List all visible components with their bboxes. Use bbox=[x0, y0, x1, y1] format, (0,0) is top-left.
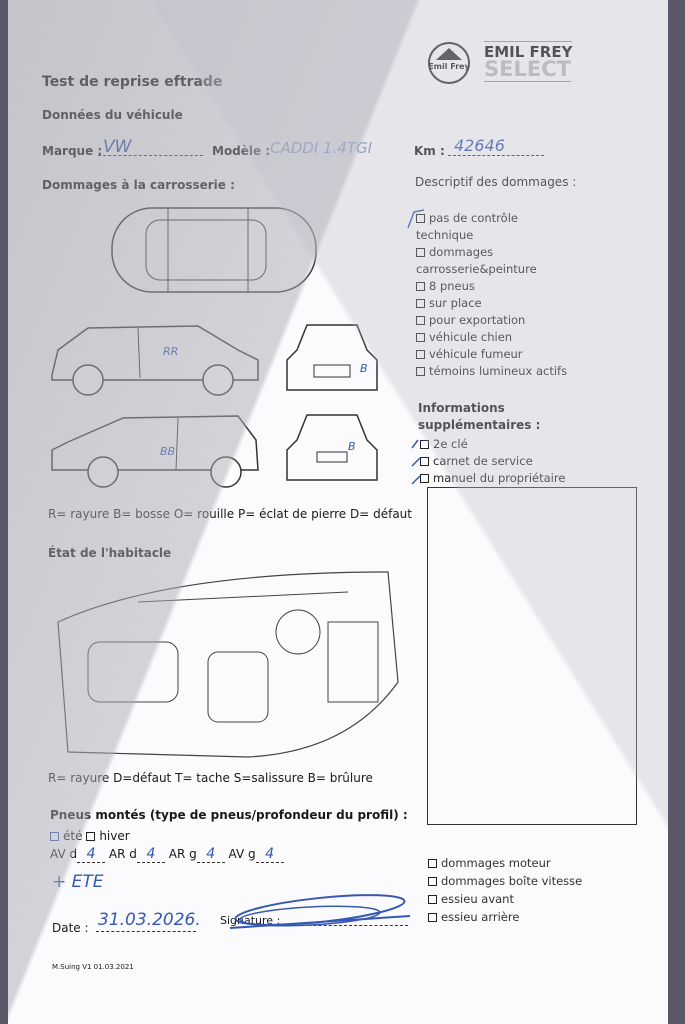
checkbox-export[interactable]: pour exportation bbox=[416, 312, 576, 329]
km-value[interactable]: 42646 bbox=[454, 136, 505, 155]
checkbox-engine-damage[interactable]: dommages moteur bbox=[428, 854, 582, 872]
tires-note: + ETE bbox=[52, 872, 104, 892]
check-marks-icon bbox=[411, 439, 421, 485]
damage-mark: B bbox=[360, 362, 368, 375]
damage-mark: RR bbox=[163, 345, 179, 358]
checkbox-smoker[interactable]: véhicule fumeur bbox=[416, 346, 576, 363]
document-page: Emil Frey EMIL FREY SELECT Test de repri… bbox=[8, 0, 668, 1024]
extra-heading-2: supplémentaires : bbox=[418, 418, 541, 432]
checkbox-dog-vehicle[interactable]: véhicule chien bbox=[416, 329, 576, 346]
checkbox-winter[interactable]: hiver bbox=[86, 829, 130, 843]
checkbox-front-axle[interactable]: essieu avant bbox=[428, 890, 582, 908]
body-damage-legend: R= rayure B= bosse O= rouille P= éclat d… bbox=[48, 507, 412, 521]
date-label: Date : bbox=[52, 921, 89, 935]
checkbox-service-book[interactable]: carnet de service bbox=[420, 453, 565, 470]
svg-text:Emil Frey: Emil Frey bbox=[428, 62, 470, 71]
logo-line2: SELECT bbox=[484, 57, 571, 82]
date-value[interactable]: 31.03.2026. bbox=[98, 910, 201, 930]
car-top-view-icon bbox=[111, 207, 317, 293]
notes-box[interactable] bbox=[427, 487, 637, 825]
checkbox-body-paint[interactable]: dommages carrosserie&peinture bbox=[416, 245, 537, 276]
car-front-view-icon bbox=[286, 324, 378, 391]
car-interior-diagram-icon bbox=[57, 571, 399, 758]
checkbox-8-tires[interactable]: 8 pneus bbox=[416, 278, 576, 295]
car-left-side-icon bbox=[51, 325, 259, 396]
checkbox-rear-axle[interactable]: essieu arrière bbox=[428, 908, 582, 926]
tires-heading: Pneus montés (type de pneus/profondeur d… bbox=[50, 808, 408, 822]
tire-depth-rear-right[interactable]: 4 bbox=[146, 846, 156, 862]
model-label: Modèle : bbox=[212, 144, 271, 158]
page-title: Test de reprise eftrade bbox=[42, 74, 223, 90]
other-damage-list: dommages moteur dommages boîte vitesse e… bbox=[428, 854, 582, 926]
vehicle-heading: Données du véhicule bbox=[42, 108, 183, 122]
interior-legend: R= rayure D=défaut T= tache S=salissure … bbox=[48, 771, 373, 785]
checkbox-warning-lights[interactable]: témoins lumineux actifs bbox=[416, 363, 576, 380]
tire-type: été hiver bbox=[50, 829, 130, 843]
body-damage-heading: Dommages à la carrosserie : bbox=[42, 178, 235, 192]
checkbox-owner-manual[interactable]: manuel du propriétaire bbox=[420, 470, 565, 487]
checkbox-summer[interactable]: été bbox=[50, 829, 82, 843]
tire-depth-rear-left[interactable]: 4 bbox=[206, 846, 216, 862]
car-rear-view-icon bbox=[286, 414, 378, 481]
damage-desc-list: pas de contrôle technique dommages carro… bbox=[416, 210, 576, 380]
tire-depth-front-left[interactable]: 4 bbox=[265, 846, 275, 862]
damage-desc-heading: Descriptif des dommages : bbox=[415, 175, 577, 189]
damage-mark: B bbox=[348, 440, 356, 453]
car-right-side-icon bbox=[51, 415, 259, 488]
brand-value[interactable]: VW bbox=[103, 137, 132, 157]
footer-version: M.Suing V1 01.03.2021 bbox=[52, 963, 134, 971]
model-value[interactable]: CADDI 1.4TGI bbox=[270, 139, 373, 157]
km-label: Km : bbox=[414, 144, 445, 158]
extra-heading-1: Informations bbox=[418, 401, 505, 415]
signature-scribble-icon[interactable] bbox=[220, 888, 420, 938]
brand-label: Marque : bbox=[42, 144, 103, 158]
date-line bbox=[96, 931, 196, 932]
tire-depth-front-right[interactable]: 4 bbox=[86, 846, 96, 862]
extra-list: 2e clé carnet de service manuel du propr… bbox=[420, 436, 565, 487]
km-line bbox=[448, 155, 544, 156]
damage-mark: BB bbox=[160, 445, 176, 458]
checkbox-second-key[interactable]: 2e clé bbox=[420, 436, 565, 453]
checkbox-no-inspection[interactable]: pas de contrôle technique bbox=[416, 211, 518, 242]
checkbox-on-site[interactable]: sur place bbox=[416, 295, 576, 312]
interior-heading: État de l'habitacle bbox=[48, 546, 172, 560]
checkbox-gearbox-damage[interactable]: dommages boîte vitesse bbox=[428, 872, 582, 890]
emil-frey-logo-icon: Emil Frey bbox=[428, 42, 471, 84]
check-mark-icon bbox=[407, 209, 425, 229]
